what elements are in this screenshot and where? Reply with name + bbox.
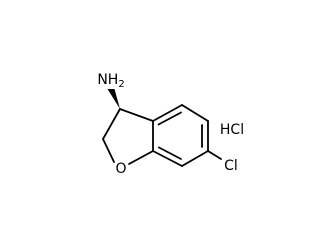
amine-label: NH2	[97, 72, 124, 90]
bond-c3a-c4	[152, 104, 183, 122]
chlorine-label: Cl	[224, 158, 238, 174]
bond-c6-cl	[207, 150, 222, 160]
bond-o1-c7a	[128, 150, 154, 165]
stereo-wedge-bond	[107, 89, 120, 109]
hcl-salt-label: HCl	[220, 122, 244, 138]
oxygen-label: O	[115, 161, 126, 177]
aromatic-inner-bond-c7-c7a	[158, 146, 182, 160]
molecule-canvas: NH2 O Cl HCl	[97, 72, 245, 177]
aromatic-inner-bond-c3a-c4	[157, 111, 182, 126]
bond-c7-c7a	[152, 150, 183, 167]
bond-c4-c5	[181, 104, 209, 122]
chemical-structure-drawing: NH2 O Cl HCl	[97, 72, 244, 177]
bond-c6-c7	[181, 150, 209, 167]
benzene-ring	[152, 104, 209, 167]
dihydrofuran-ring	[102, 108, 154, 165]
bond-c2-c3	[102, 108, 121, 140]
bond-c2-o1	[102, 138, 115, 163]
bond-c3-c3a	[119, 108, 154, 122]
